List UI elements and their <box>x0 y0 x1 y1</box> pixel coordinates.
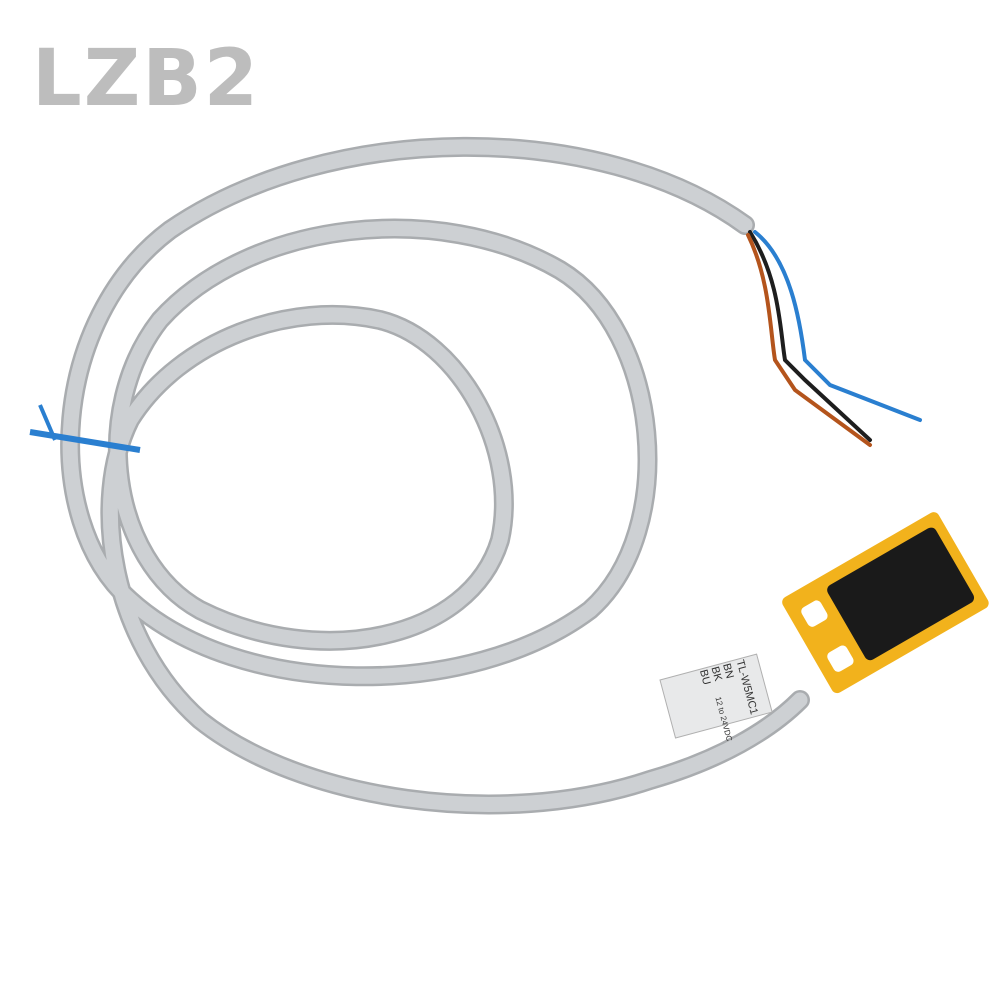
cable-tie <box>29 404 141 453</box>
sensor-body <box>782 512 989 694</box>
voltage-label: 12 to 24VDC <box>713 696 734 743</box>
wire-label-bk: BK <box>709 665 725 683</box>
cable-label-tag <box>659 653 773 739</box>
watermark-logo: LZB2 <box>32 34 260 124</box>
wire-label-bn: BN <box>720 662 736 680</box>
wire-label-bu: BU <box>697 668 713 686</box>
model-label: TL-W5MC1 <box>734 659 760 716</box>
wire-ends <box>746 230 922 447</box>
cable-coils <box>60 136 810 815</box>
